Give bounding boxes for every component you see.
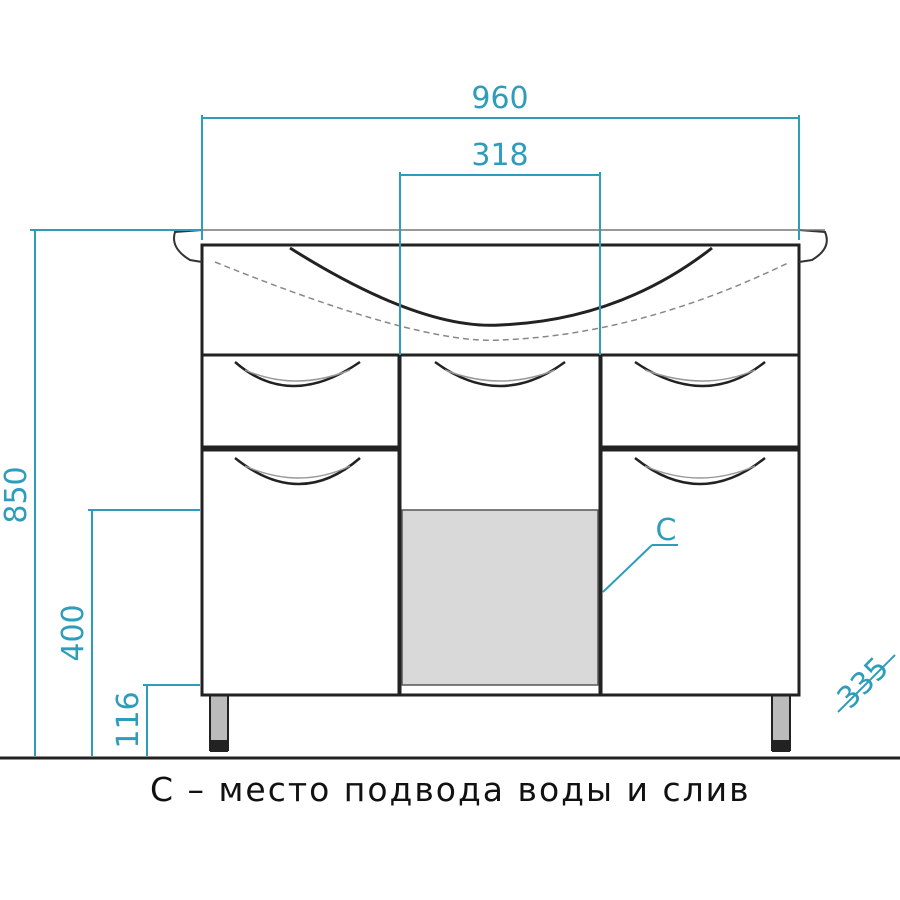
dim-850-label: 850	[0, 466, 34, 523]
left-drawer	[200, 353, 401, 449]
legend-text: С – место подвода воды и слив	[150, 770, 751, 809]
connection-marker: C	[656, 513, 677, 548]
dim-400-label: 400	[56, 604, 91, 661]
connection-leader	[602, 544, 653, 593]
washbasin-top	[173, 229, 828, 263]
dim-335-label: 335	[831, 651, 896, 716]
center-niche	[401, 509, 599, 686]
center-handle-inner	[444, 369, 556, 382]
basin-bowl-inner	[214, 261, 791, 342]
dim-318-label: 318	[471, 138, 528, 173]
left-drawer-handle-inner	[244, 369, 351, 382]
right-drawer-handle-inner	[644, 369, 756, 382]
right-door-handle-inner	[644, 465, 756, 479]
dim-335-line	[837, 654, 896, 713]
dim-116-label: 116	[111, 691, 146, 748]
basin-bowl	[289, 246, 713, 327]
right-drawer	[599, 353, 801, 449]
left-leg-foot	[210, 740, 228, 752]
dim-960-label: 960	[471, 81, 528, 116]
left-door-handle-inner	[244, 465, 351, 479]
right-leg-foot	[772, 740, 790, 752]
left-door	[200, 448, 401, 697]
right-door	[599, 448, 801, 697]
